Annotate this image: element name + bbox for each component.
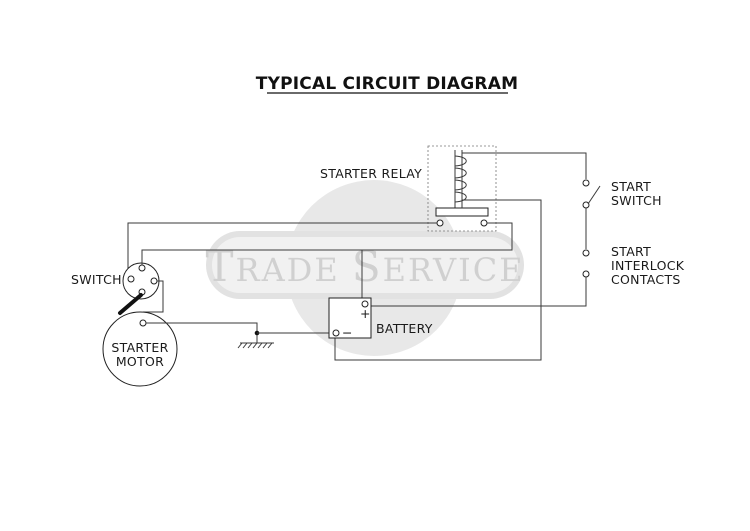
start-switch-label-1: START — [611, 179, 651, 194]
start-switch-symbol — [582, 179, 601, 209]
battery-negative-terminal — [332, 329, 340, 337]
starter-motor-label-1: STARTER — [111, 340, 168, 355]
relay-coil — [454, 150, 467, 208]
diagram-title: TYPICAL CIRCUIT DIAGRAM — [256, 74, 518, 94]
wire-switch-to-motor — [143, 280, 164, 313]
switch-label: SWITCH — [71, 272, 122, 287]
interlock-contacts-symbol — [582, 249, 590, 278]
wire-interlock-to-battery — [365, 277, 587, 307]
battery-label: BATTERY — [376, 321, 433, 336]
watermark-band-inner — [212, 237, 518, 293]
battery-minus-label: − — [342, 325, 353, 340]
interlock-label-1: START — [611, 244, 651, 259]
starter-relay-label: STARTER RELAY — [320, 166, 422, 181]
wire-coil-to-start-switch — [462, 152, 587, 179]
ground-symbol — [237, 342, 274, 349]
starter-motor-body — [102, 311, 178, 387]
relay-terminal-left — [436, 219, 444, 227]
heavy-motor-cable — [118, 293, 143, 315]
relay-terminal-right — [480, 219, 488, 227]
wire-motor-ground — [146, 322, 258, 343]
relay-contact-bar — [435, 207, 489, 217]
battery: + − — [328, 297, 372, 340]
wire-relay-right-to-battery — [361, 222, 513, 300]
starter-motor — [102, 311, 178, 387]
battery-plus-label: + — [360, 306, 371, 321]
starter-relay-enclosure — [427, 145, 497, 232]
interlock-label-2: INTERLOCK — [611, 258, 685, 273]
starter-motor-label-2: MOTOR — [116, 354, 164, 369]
wire-relay-to-switch — [127, 222, 437, 272]
wire-coil-return — [334, 199, 542, 361]
wire-switch-upper — [141, 249, 362, 265]
start-switch-label-2: SWITCH — [611, 193, 662, 208]
ignition-switch — [122, 262, 160, 300]
interlock-label-3: CONTACTS — [611, 272, 681, 287]
battery-positive-terminal — [361, 300, 369, 308]
